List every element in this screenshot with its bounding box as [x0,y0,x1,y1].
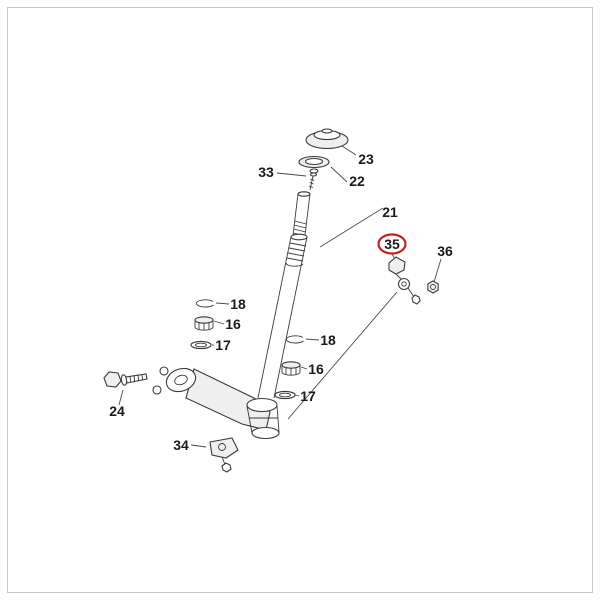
label-34: 34 [173,437,189,453]
leader-lines [118,145,442,448]
label-33: 33 [258,164,274,180]
label-17a: 17 [215,337,231,353]
label-18b: 18 [320,332,336,348]
part-18a-snap-ring [195,299,214,308]
label-22: 22 [349,173,365,189]
part-16a-bushing [194,316,214,331]
label-17b: 17 [300,388,316,404]
label-16b: 16 [308,361,324,377]
part-17a-washer [190,340,212,350]
label-24: 24 [109,403,125,419]
highlight-ellipse-35 [377,233,407,255]
part-18b-snap-ring [285,335,304,344]
label-23: 23 [358,151,374,167]
label-16a: 16 [225,316,241,332]
part-labels: 23 22 33 21 35 36 18 16 17 18 16 17 24 3… [109,151,453,453]
part-35-holder [388,256,421,305]
part-23-cap [305,128,349,150]
page-border [7,7,593,593]
label-35: 35 [384,236,400,252]
part-17b-washer [274,390,296,400]
part-24-bolt [103,371,148,388]
label-21: 21 [382,204,398,220]
under-bracket [152,366,280,440]
part-21-steering-stem [257,191,311,399]
part-36-nut [427,280,439,294]
part-33-screw [308,168,319,191]
part-16b-bushing [281,361,301,376]
part-34-stopper [209,437,239,473]
part-22-ring [298,155,330,169]
label-36: 36 [437,243,453,259]
label-18a: 18 [230,296,246,312]
